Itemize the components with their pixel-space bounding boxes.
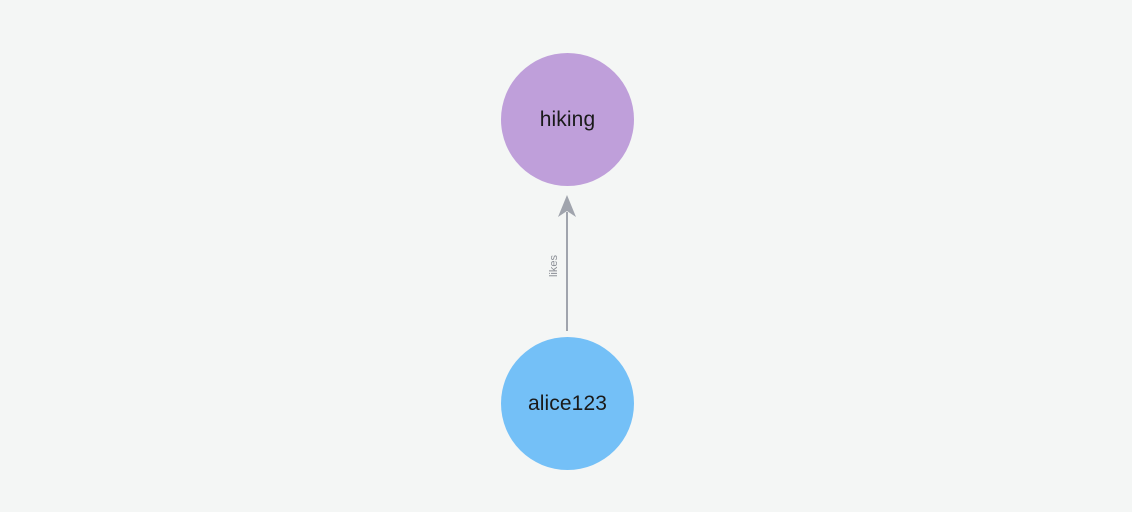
node-label-hiking: hiking bbox=[539, 108, 596, 131]
arrowhead-icon bbox=[558, 195, 576, 217]
graph-node-hiking[interactable]: hiking bbox=[501, 53, 634, 186]
node-label-alice123: alice123 bbox=[527, 392, 608, 415]
edge-alice123-likes-hiking[interactable] bbox=[558, 195, 576, 331]
graph-node-alice123[interactable]: alice123 bbox=[501, 337, 634, 470]
edge-label-likes: likes bbox=[548, 255, 560, 278]
